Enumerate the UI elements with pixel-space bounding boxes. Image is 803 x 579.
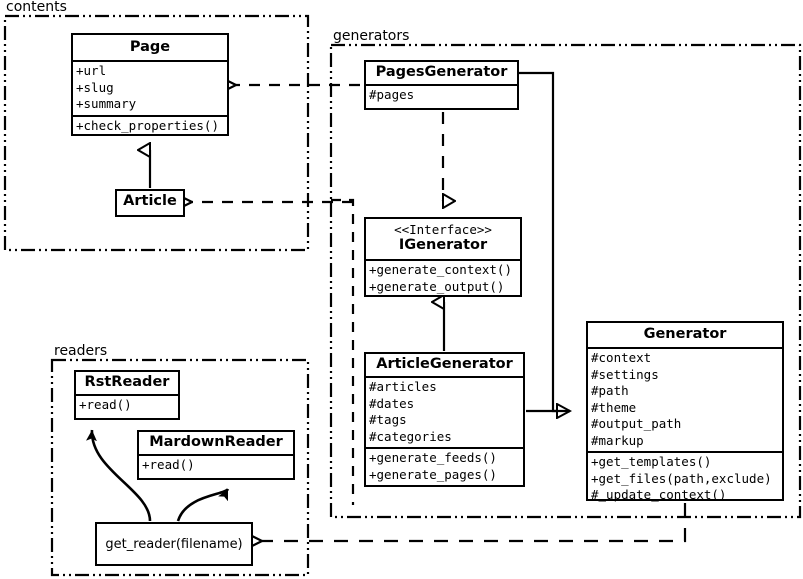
class-name-mardown-reader: MardownReader xyxy=(149,434,283,450)
class-attribute: #dates xyxy=(369,395,415,411)
class-operation: +generate_pages() xyxy=(369,466,497,482)
class-attribute: #path xyxy=(591,383,629,398)
class-name-generator: Generator xyxy=(643,326,727,342)
class-box-rst-reader[interactable]: RstReader +read() xyxy=(74,370,180,420)
class-name-pages-generator: PagesGenerator xyxy=(375,64,508,80)
class-operations-page: +check_properties() xyxy=(73,114,227,137)
class-attribute: #context xyxy=(591,350,652,365)
class-attribute: #markup xyxy=(591,432,644,448)
wire-generator-uses-getreader xyxy=(262,503,687,541)
class-attribute: #settings xyxy=(591,366,659,382)
class-box-generator[interactable]: Generator #context #settings #path #them… xyxy=(586,321,784,502)
class-operations-mardown-reader: +read() xyxy=(139,454,293,476)
class-attributes-article-generator: #articles #dates #tags #categories xyxy=(366,376,523,447)
class-attribute: #articles xyxy=(369,379,437,394)
package-label-readers: readers xyxy=(52,343,110,359)
class-operation: +generate_context() xyxy=(369,262,512,277)
class-operation: +read() xyxy=(142,457,195,472)
class-attributes-page: +url +slug +summary xyxy=(73,60,227,115)
generators-inner-boundary xyxy=(331,198,355,505)
class-attribute: +summary xyxy=(76,96,137,111)
function-box-get-reader[interactable]: get_reader(filename) xyxy=(95,522,253,566)
class-attribute: #categories xyxy=(369,428,452,444)
function-label-get-reader: get_reader(filename) xyxy=(105,536,243,552)
class-operations-igenerator: +generate_context() +generate_output() xyxy=(366,259,520,297)
class-attributes-pages-generator: #pages xyxy=(366,84,517,106)
class-box-igenerator[interactable]: <<Interface>> IGenerator +generate_conte… xyxy=(364,217,522,297)
class-box-page[interactable]: Page +url +slug +summary +check_properti… xyxy=(71,33,229,136)
package-label-contents: contents xyxy=(4,0,69,15)
class-operation: +get_templates() xyxy=(591,454,712,469)
class-box-pages-generator[interactable]: PagesGenerator #pages xyxy=(364,60,519,110)
class-operation: +get_files(path,exclude) xyxy=(591,470,772,486)
class-name-article-generator: ArticleGenerator xyxy=(376,356,513,372)
class-name-igenerator: IGenerator xyxy=(398,237,488,253)
class-name-rst-reader: RstReader xyxy=(84,374,170,390)
class-operation: +read() xyxy=(79,397,132,412)
class-attribute: #theme xyxy=(591,399,637,415)
class-operation: +generate_feeds() xyxy=(369,450,497,465)
class-name-page: Page xyxy=(129,39,171,55)
class-name-article: Article xyxy=(123,193,177,209)
wire-getreader-creates-mardownreader xyxy=(176,488,230,522)
class-stereotype-igenerator: <<Interface>> xyxy=(394,222,492,237)
class-attribute: #pages xyxy=(369,87,415,102)
class-operation: +check_properties() xyxy=(76,117,219,133)
class-box-article[interactable]: Article xyxy=(115,189,185,217)
wire-pagesgenerator-inherits-generator xyxy=(519,71,570,411)
class-attribute: #tags xyxy=(369,412,407,427)
class-box-article-generator[interactable]: ArticleGenerator #articles #dates #tags … xyxy=(364,352,525,487)
class-operations-rst-reader: +read() xyxy=(76,394,178,416)
class-attribute: +slug xyxy=(76,79,114,95)
class-operations-generator: +get_templates() +get_files(path,exclude… xyxy=(588,451,782,506)
package-label-generators: generators xyxy=(331,28,412,44)
class-operation: +generate_output() xyxy=(369,278,505,294)
class-attribute: #output_path xyxy=(591,416,682,431)
class-operations-article-generator: +generate_feeds() +generate_pages() xyxy=(366,447,523,485)
class-operation: #_update_context() xyxy=(591,487,727,502)
class-attribute: +url xyxy=(76,63,107,78)
class-attributes-generator: #context #settings #path #theme #output_… xyxy=(588,347,782,451)
class-box-mardown-reader[interactable]: MardownReader +read() xyxy=(137,430,295,480)
